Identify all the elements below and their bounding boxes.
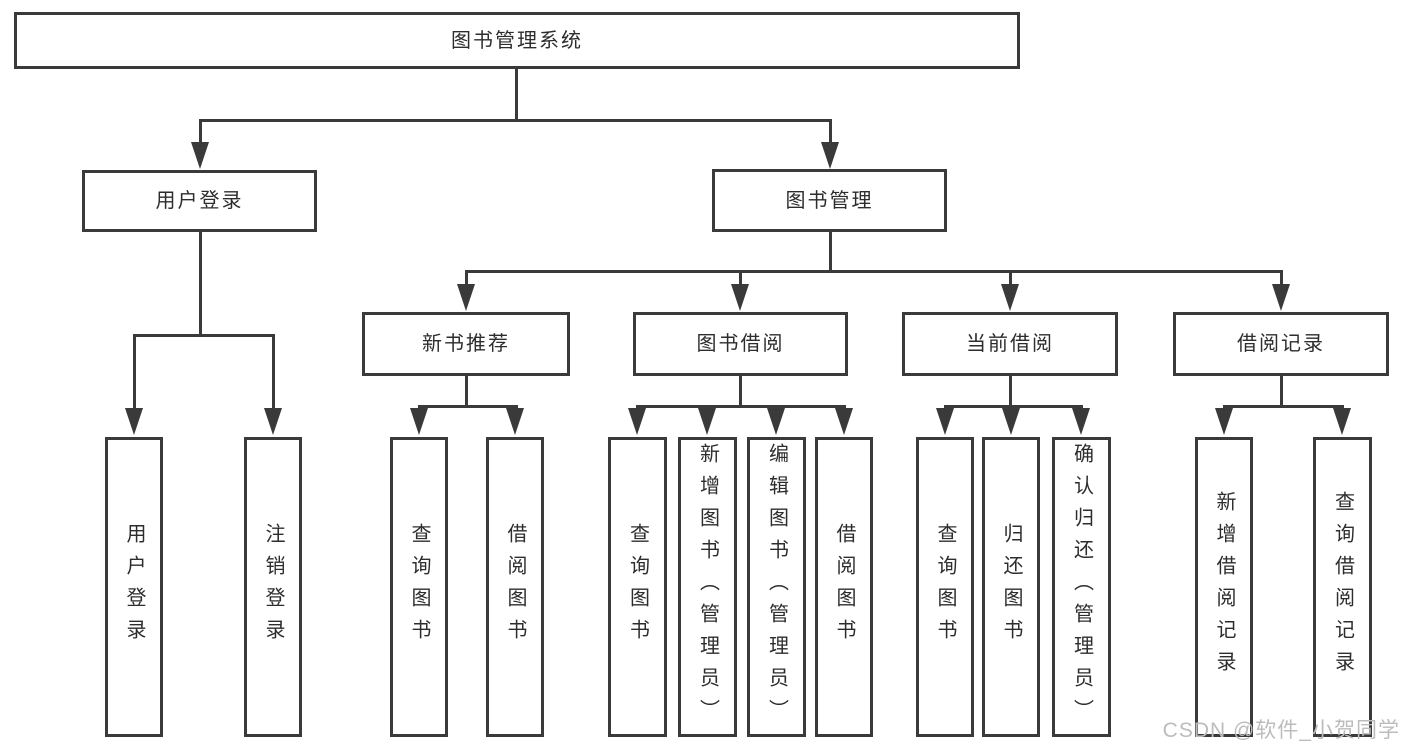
node-leaf-bb-add: 新增图书（管理员） — [678, 437, 737, 737]
arrowhead-to-cur-return — [1002, 408, 1020, 435]
arrowhead-to-bb-borrow — [835, 408, 853, 435]
node-label: 借阅记录 — [1237, 333, 1325, 355]
node-label: 编辑图书（管理员） — [765, 443, 788, 731]
node-label: 查询借阅记录 — [1331, 491, 1354, 683]
csdn-watermark: CSDN @软件_小贺同学 — [1162, 719, 1400, 742]
node-leaf-bb-borrow: 借阅图书 — [815, 437, 873, 737]
connector-line — [739, 376, 742, 408]
node-label: 查询图书 — [626, 523, 649, 651]
arrowhead-to-cur-query — [936, 408, 954, 435]
connector-line — [829, 122, 832, 144]
node-leaf-cur-return: 归还图书 — [982, 437, 1040, 737]
connector-line — [272, 337, 275, 410]
connector-line — [515, 69, 518, 122]
node-borrow-record: 借阅记录 — [1173, 312, 1389, 376]
arrowhead-to-rec-query — [410, 408, 428, 435]
connector-line — [829, 232, 832, 272]
arrowhead-to-book-borrow — [731, 284, 749, 311]
arrowhead-to-rec-borrow — [506, 408, 524, 435]
node-label: 新书推荐 — [422, 333, 510, 355]
connector-line — [739, 273, 742, 285]
node-leaf-cur-confirm: 确认归还（管理员） — [1052, 437, 1111, 737]
connector-line — [1280, 273, 1283, 285]
node-user-login: 用户登录 — [82, 170, 317, 232]
connector-line — [465, 270, 1283, 273]
node-label: 确认归还（管理员） — [1070, 443, 1093, 731]
node-library-system: 图书管理系统 — [14, 12, 1020, 69]
node-leaf-record-query: 查询借阅记录 — [1313, 437, 1372, 737]
node-label: 当前借阅 — [966, 333, 1054, 355]
connector-line — [465, 376, 468, 408]
arrowhead-to-leaf-user-login — [125, 408, 143, 435]
node-current-borrow: 当前借阅 — [902, 312, 1118, 376]
node-leaf-user-login: 用户登录 — [105, 437, 163, 737]
node-label: 新增借阅记录 — [1213, 491, 1235, 683]
node-label: 图书借阅 — [696, 333, 785, 355]
node-label: 新增图书（管理员） — [696, 443, 719, 731]
node-label: 用户登录 — [155, 190, 244, 212]
node-label: 借阅图书 — [504, 523, 526, 651]
connector-line — [1223, 405, 1344, 408]
connector-line — [1280, 376, 1283, 408]
arrowhead-to-bb-add — [698, 408, 716, 435]
connector-line — [199, 232, 202, 337]
connector-line — [1009, 273, 1012, 285]
node-leaf-record-add: 新增借阅记录 — [1195, 437, 1253, 737]
arrowhead-to-new-book-rec — [457, 284, 475, 311]
arrowhead-to-borrow-record — [1272, 284, 1290, 311]
arrowhead-to-user-login — [191, 142, 209, 169]
node-label: 注销登录 — [262, 523, 284, 651]
node-leaf-rec-borrow: 借阅图书 — [486, 437, 544, 737]
connector-line — [199, 119, 832, 122]
arrowhead-to-current-borrow — [1001, 284, 1019, 311]
connector-line — [465, 273, 468, 285]
connector-line — [418, 405, 518, 408]
node-book-borrow: 图书借阅 — [633, 312, 848, 376]
node-label: 图书管理 — [785, 189, 874, 212]
arrowhead-to-bb-edit — [767, 408, 785, 435]
node-label: 查询图书 — [408, 523, 430, 651]
connector-line — [944, 405, 1083, 408]
connector-line — [1009, 376, 1012, 408]
arrowhead-to-leaf-logout — [264, 408, 282, 435]
node-book-mgmt: 图书管理 — [712, 169, 947, 232]
connector-line — [133, 334, 275, 337]
node-leaf-logout: 注销登录 — [244, 437, 302, 737]
node-leaf-bb-edit: 编辑图书（管理员） — [747, 437, 806, 737]
arrowhead-to-bb-query — [628, 408, 646, 435]
node-label: 归还图书 — [1000, 523, 1022, 651]
arrowhead-to-cur-confirm — [1072, 408, 1090, 435]
arrowhead-to-record-add — [1215, 408, 1233, 435]
node-label: 查询图书 — [934, 523, 956, 651]
node-label: 图书管理系统 — [451, 29, 583, 52]
connector-line — [199, 122, 202, 144]
node-leaf-rec-query: 查询图书 — [390, 437, 448, 737]
arrowhead-to-book-mgmt — [821, 142, 839, 169]
node-leaf-bb-query: 查询图书 — [608, 437, 667, 737]
arrowhead-to-record-query — [1333, 408, 1351, 435]
node-label: 用户登录 — [123, 523, 145, 651]
connector-line — [636, 405, 846, 408]
connector-line — [133, 337, 136, 410]
node-new-book-rec: 新书推荐 — [362, 312, 570, 376]
node-leaf-cur-query: 查询图书 — [916, 437, 974, 737]
node-label: 借阅图书 — [833, 523, 855, 651]
